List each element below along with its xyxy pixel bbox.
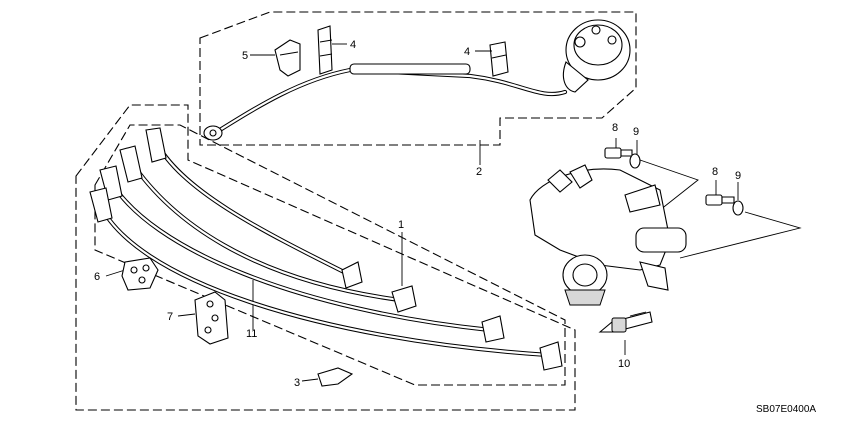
spark-plug-wire-4 [89, 187, 563, 371]
callout-2: 2 [476, 166, 482, 178]
wire-clip-5 [274, 39, 301, 77]
group-outline-inner-wires [94, 124, 566, 386]
callout-3: 3 [294, 377, 300, 389]
wire-clip-4a [317, 25, 333, 75]
washer-9a [629, 153, 641, 169]
callout-9a: 9 [633, 126, 639, 138]
callout-10: 10 [618, 358, 630, 370]
spark-plug-wire-1 [145, 127, 363, 289]
callout-1: 1 [398, 219, 404, 231]
callout-7: 7 [167, 311, 173, 323]
callout-11: 11 [246, 328, 257, 340]
callout-5: 5 [242, 50, 248, 62]
group-outline-wire-set [75, 104, 576, 411]
bolt-8b [705, 194, 735, 206]
washer-9b [732, 200, 744, 216]
wire-holder-6 [121, 257, 159, 291]
coil-lead-wire [203, 63, 568, 141]
callout-9b: 9 [735, 170, 741, 182]
callout-6: 6 [94, 271, 100, 283]
callout-4b: 4 [464, 46, 470, 58]
wire-clip-4b [489, 41, 509, 77]
callout-8b: 8 [712, 166, 718, 178]
spark-plug-10 [598, 311, 653, 333]
distributor-assembly [529, 164, 687, 306]
leader-lines [105, 43, 802, 382]
bolt-8a [604, 147, 633, 159]
group-outline-coil-lead [199, 11, 637, 146]
wire-clip-3 [317, 367, 354, 387]
callout-8a: 8 [612, 122, 618, 134]
distributor-cap [562, 19, 631, 93]
diagram-code: SB07E0400A [756, 404, 816, 415]
wire-holder-7 [194, 291, 229, 345]
spark-plug-wire-2 [119, 145, 417, 313]
callout-4a: 4 [350, 39, 356, 51]
